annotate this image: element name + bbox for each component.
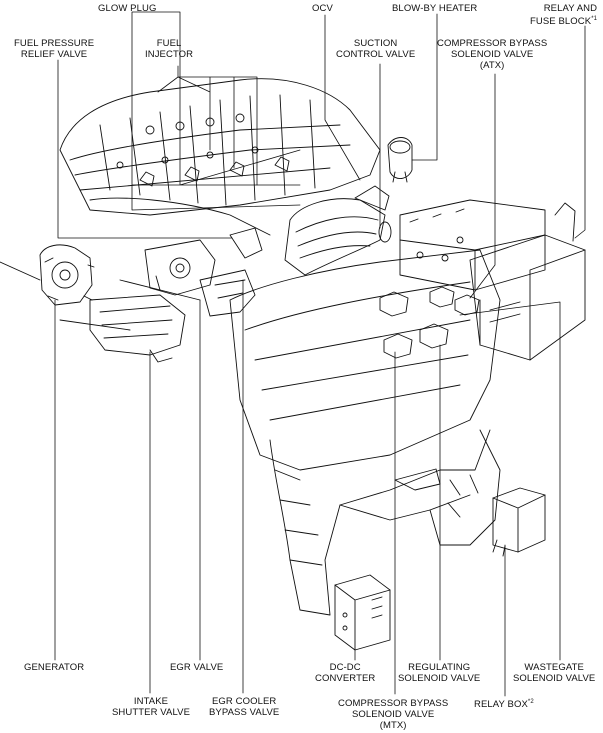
label-compressor-bypass-mtx: COMPRESSOR BYPASS SOLENOID VALVE (MTX) bbox=[338, 698, 448, 731]
label-relay-fuse-block: RELAY AND FUSE BLOCK*1 bbox=[530, 3, 597, 27]
label-regulating-solenoid: REGULATING SOLENOID VALVE bbox=[398, 662, 480, 684]
regulating-line1: REGULATING bbox=[408, 662, 471, 673]
egr-cooler-line1: EGR COOLER bbox=[212, 696, 277, 707]
egr-valve-cluster-drawing bbox=[59, 227, 263, 363]
label-relay-box: RELAY BOX*2 bbox=[474, 697, 534, 710]
relay-fuse-block-line1: RELAY AND bbox=[543, 3, 598, 14]
label-ocv: OCV bbox=[312, 3, 333, 14]
relay-fuse-block-line2: FUSE BLOCK bbox=[530, 16, 592, 28]
fuel-pressure-relief-line2: RELIEF VALVE bbox=[20, 49, 88, 60]
compressor-bypass-atx-line2: SOLENOID VALVE bbox=[450, 49, 534, 60]
compressor-bypass-atx-line3: (ATX) bbox=[479, 60, 505, 71]
suction-control-line2: CONTROL VALVE bbox=[336, 49, 416, 60]
relay-box-text: RELAY BOX bbox=[474, 699, 528, 711]
label-suction-control: SUCTION CONTROL VALVE bbox=[336, 38, 415, 60]
label-intake-shutter: INTAKE SHUTTER VALVE bbox=[112, 696, 190, 718]
suction-control-line1: SUCTION bbox=[353, 38, 398, 49]
fuel-injector-line1: FUEL bbox=[156, 38, 182, 49]
compressor-bypass-mtx-line3: (MTX) bbox=[379, 720, 407, 731]
wastegate-line1: WASTEGATE bbox=[524, 662, 584, 673]
engine-block-drawing bbox=[229, 249, 501, 616]
compressor-bypass-atx-line1: COMPRESSOR BYPASS bbox=[437, 38, 548, 49]
fuel-pressure-relief-line1: FUEL PRESSURE bbox=[14, 38, 95, 49]
compressor-bypass-mtx-line1: COMPRESSOR BYPASS bbox=[338, 698, 449, 709]
dc-dc-converter-drawing bbox=[334, 574, 391, 651]
dc-dc-line1: DC-DC bbox=[329, 662, 361, 673]
relay-box-drawing bbox=[492, 487, 546, 557]
relay-box-mark: *2 bbox=[527, 699, 534, 705]
solenoid-valves-drawing bbox=[379, 286, 480, 359]
generator-drawing bbox=[0, 244, 95, 306]
intake-shutter-line2: SHUTTER VALVE bbox=[112, 707, 191, 718]
relay-fuse-block-mark: *1 bbox=[591, 16, 598, 22]
label-generator: GENERATOR bbox=[24, 662, 84, 673]
compressor-bypass-mtx-line2: SOLENOID VALVE bbox=[351, 709, 435, 720]
blow-by-heater-text: BLOW-BY HEATER bbox=[392, 3, 478, 14]
label-glow-plug: GLOW PLUG bbox=[98, 3, 156, 14]
label-wastegate-solenoid: WASTEGATE SOLENOID VALVE bbox=[513, 662, 595, 684]
intake-pipe-drawing bbox=[284, 185, 392, 276]
label-egr-cooler-bypass: EGR COOLER BYPASS VALVE bbox=[209, 696, 279, 718]
wastegate-line2: SOLENOID VALVE bbox=[513, 673, 596, 684]
label-dc-dc-converter: DC-DC CONVERTER bbox=[315, 662, 375, 684]
intake-shutter-line1: INTAKE bbox=[133, 696, 169, 707]
fuse-block-drawing bbox=[399, 199, 586, 361]
label-blow-by-heater: BLOW-BY HEATER bbox=[392, 3, 477, 14]
dc-dc-line2: CONVERTER bbox=[315, 673, 376, 684]
label-fuel-pressure-relief: FUEL PRESSURE RELIEF VALVE bbox=[14, 38, 94, 60]
cylinder-head-drawing bbox=[59, 78, 381, 236]
egr-cooler-line2: BYPASS VALVE bbox=[209, 707, 280, 718]
egr-valve-text: EGR VALVE bbox=[170, 662, 224, 673]
regulating-line2: SOLENOID VALVE bbox=[398, 673, 481, 684]
blow-by-heater-drawing bbox=[387, 137, 413, 183]
generator-text: GENERATOR bbox=[24, 662, 85, 673]
glow-plug-text: GLOW PLUG bbox=[98, 3, 157, 14]
leader-lines bbox=[54, 11, 586, 697]
ocv-text: OCV bbox=[312, 3, 333, 14]
fuel-injector-line2: INJECTOR bbox=[145, 49, 194, 60]
label-egr-valve: EGR VALVE bbox=[170, 662, 223, 673]
label-fuel-injector: FUEL INJECTOR bbox=[145, 38, 193, 60]
label-compressor-bypass-atx: COMPRESSOR BYPASS SOLENOID VALVE (ATX) bbox=[437, 38, 547, 71]
